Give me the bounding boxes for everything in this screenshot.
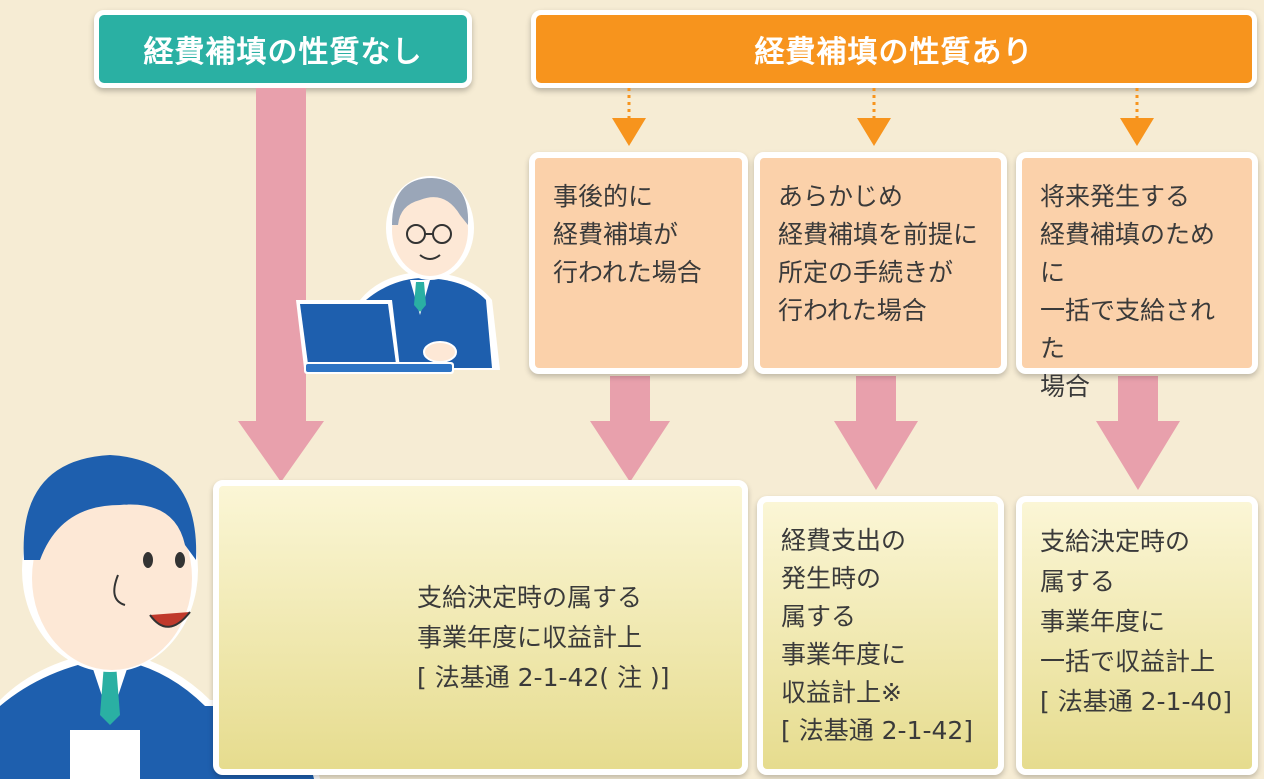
dotted-arrow-2 (857, 88, 891, 146)
case-box-prearranged: あらかじめ 経費補填を前提に 所定の手続きが 行われた場合 (754, 152, 1007, 374)
pink-arrow-case-2 (834, 376, 918, 490)
case-box-lump-sum: 将来発生する 経費補填のために 一括で支給された 場合 (1016, 152, 1258, 401)
result-box-expense-time: 経費支出の 発生時の 属する 事業年度に 収益計上※ [ 法基通 2-1-42] (757, 496, 1004, 775)
pink-arrow-left (238, 88, 324, 482)
dotted-arrow-1 (612, 88, 646, 146)
dotted-arrow-3 (1120, 88, 1154, 146)
case-box-after-the-fact: 事後的に 経費補填が 行われた場合 (529, 152, 748, 374)
result-box-lump-sum: 支給決定時の 属する 事業年度に 一括で収益計上 [ 法基通 2-1-40] (1016, 496, 1258, 775)
pink-arrow-case-3 (1096, 376, 1180, 490)
result-box-decision-time: 支給決定時の属する 事業年度に収益計上 [ 法基通 2-1-42( 注 )] (213, 480, 748, 775)
header-no-expense-compensation: 経費補填の性質なし (94, 10, 472, 88)
man-at-laptop-illustration (296, 176, 500, 374)
pink-arrow-case-1 (590, 376, 670, 482)
header-expense-compensation: 経費補填の性質あり (531, 10, 1257, 88)
